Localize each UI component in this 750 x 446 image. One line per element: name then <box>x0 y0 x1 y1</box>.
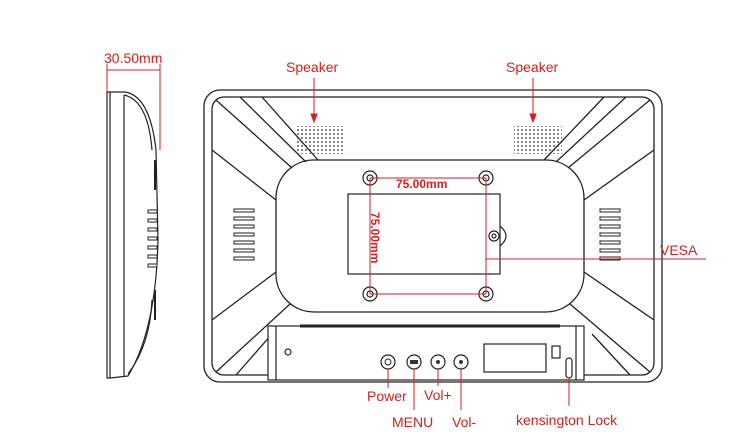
vesa-plate <box>347 193 507 275</box>
speaker-right-label: Speaker <box>506 59 558 75</box>
vol-plus-button[interactable] <box>430 354 446 370</box>
depth-label: 30.50mm <box>104 50 162 66</box>
vol-plus-label: Vol+ <box>424 387 452 403</box>
vol-minus-label: Vol- <box>452 414 476 430</box>
side-vents <box>147 209 158 268</box>
vesa-height-label: 75.00mm <box>368 212 382 263</box>
power-button[interactable] <box>380 354 396 370</box>
kensington-label: kensington Lock <box>516 412 618 428</box>
speaker-pointers <box>310 78 537 124</box>
side-view <box>106 91 159 379</box>
kensington-lock-slot <box>565 357 573 379</box>
button-pointers <box>387 369 570 410</box>
vesa-label: VESA <box>660 242 698 258</box>
depth-dimension <box>106 64 161 150</box>
menu-label: MENU <box>392 414 433 430</box>
menu-button[interactable] <box>406 354 422 370</box>
rear-vents-left <box>233 208 255 261</box>
control-panel <box>267 324 585 381</box>
vol-minus-button[interactable] <box>453 354 469 370</box>
speaker-grille-right <box>514 126 562 154</box>
rear-vents-right <box>599 208 621 261</box>
vesa-width-label: 75.00mm <box>396 177 447 191</box>
speaker-left-label: Speaker <box>286 59 338 75</box>
power-label: Power <box>367 388 407 404</box>
speaker-grille-left <box>296 126 344 154</box>
vesa-dimensions <box>369 177 487 295</box>
